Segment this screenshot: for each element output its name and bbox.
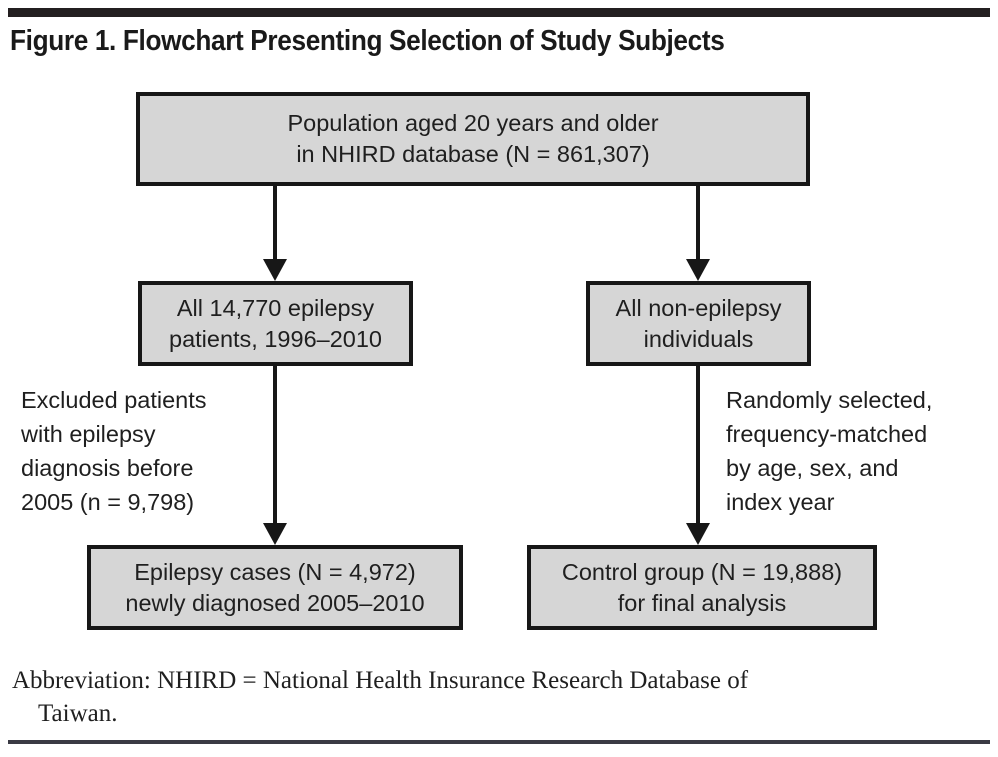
flow-node-non-epilepsy-all: All non-epilepsy individuals xyxy=(586,281,811,366)
arrow-epilepsy-to-cases xyxy=(263,366,287,545)
arrow-shaft xyxy=(273,186,277,259)
figure-footnote: Abbreviation: NHIRD = National Health In… xyxy=(12,664,987,730)
bottom-horizontal-rule xyxy=(8,740,990,744)
arrow-head-icon xyxy=(686,259,710,281)
arrow-head-icon xyxy=(263,523,287,545)
flow-node-population: Population aged 20 years and older in NH… xyxy=(136,92,810,186)
arrow-shaft xyxy=(273,366,277,523)
arrow-head-icon xyxy=(686,523,710,545)
arrow-head-icon xyxy=(263,259,287,281)
flow-node-control-group: Control group (N = 19,888) for final ana… xyxy=(527,545,877,630)
footnote-line-2: Taiwan. xyxy=(38,700,118,727)
arrow-non-epilepsy-to-control xyxy=(686,366,710,545)
figure-title: Figure 1. Flowchart Presenting Selection… xyxy=(10,25,725,57)
flow-node-epilepsy-all: All 14,770 epilepsy patients, 1996–2010 xyxy=(138,281,413,366)
arrow-population-to-epilepsy xyxy=(263,186,287,281)
top-horizontal-rule xyxy=(8,8,990,17)
footnote-line-1: Abbreviation: NHIRD = National Health In… xyxy=(12,667,749,694)
flow-node-epilepsy-cases: Epilepsy cases (N = 4,972) newly diagnos… xyxy=(87,545,463,630)
annotation-exclusion-note: Excluded patients with epilepsy diagnosi… xyxy=(21,387,207,515)
arrow-shaft xyxy=(696,366,700,523)
annotation-matching-note: Randomly selected, frequency-matched by … xyxy=(726,387,933,515)
arrow-population-to-non-epilepsy xyxy=(686,186,710,281)
arrow-shaft xyxy=(696,186,700,259)
